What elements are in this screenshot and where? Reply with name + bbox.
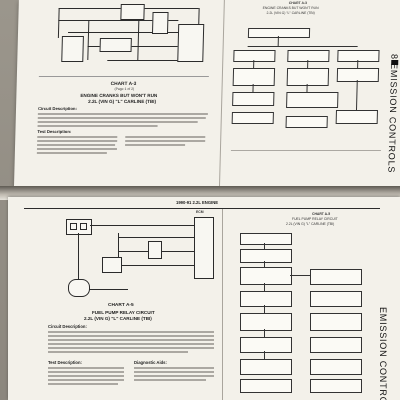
page-divider-bottom — [222, 209, 223, 400]
manual-page-bottom: 1990-91 2.2L ENGINE ECM — [8, 197, 400, 400]
chart-a5-model: 2.2L (VIN G) "L" CARLINE (TBI) — [84, 316, 152, 321]
right-chart-a5-model: 2.2L (VIN G) "L" CARLINE (TBI) — [286, 222, 335, 226]
side-tab-top: 8 EMISSION CONTROLS — [386, 54, 400, 174]
page-header-bottom: 1990-91 2.2L ENGINE — [176, 200, 219, 205]
right-chart-a5-subtitle: FUEL PUMP RELAY CIRCUIT — [292, 217, 338, 221]
test-description-heading-bottom: Test Description: — [48, 360, 82, 365]
right-chart-a3-model: 2.2L (VIN G) "L" CARLINE (TBI) — [266, 11, 315, 15]
right-column-bottom: CHART A-5 FUEL PUMP RELAY CIRCUIT 2.2L (… — [226, 197, 376, 400]
side-tab-bottom: EMISSION CONTROLS — [378, 307, 388, 400]
chart-a5-subtitle: FUEL PUMP RELAY CIRCUIT — [92, 310, 155, 315]
wiring-diagram-top — [47, 2, 209, 74]
chart-a3-model: 2.2L (VIN G) "L" CARLINE (TBI) — [88, 99, 157, 104]
book-gutter — [0, 186, 400, 200]
circuit-description-heading-top: Circuit Description: — [37, 106, 77, 111]
left-column-top: CHART A-3 (Page 1 of 2) ENGINE CRANKS BU… — [14, 0, 219, 186]
circuit-description-heading-bottom: Circuit Description: — [48, 324, 87, 329]
right-column-top: CHART A-3 ENGINE CRANKS BUT WON'T RUN 2.… — [224, 0, 389, 186]
diagnostic-aids-heading: Diagnostic Aids: — [134, 360, 167, 365]
chart-a5-title: CHART A-5 — [108, 303, 134, 308]
right-chart-a5-title: CHART A-5 — [312, 212, 331, 216]
manual-page-top: CHART A-3 (Page 1 of 2) ENGINE CRANKS BU… — [14, 0, 400, 186]
left-column-bottom: ECM CHART A-5 FUEL PUMP RELAY CIRCUIT 2.… — [8, 197, 218, 400]
ecm-label: ECM — [196, 210, 204, 214]
test-description-heading-top: Test Description: — [37, 129, 72, 134]
chart-a3-subtitle: ENGINE CRANKS BUT WON'T RUN — [80, 93, 158, 98]
chart-a3-page: (Page 1 of 2) — [114, 87, 135, 91]
